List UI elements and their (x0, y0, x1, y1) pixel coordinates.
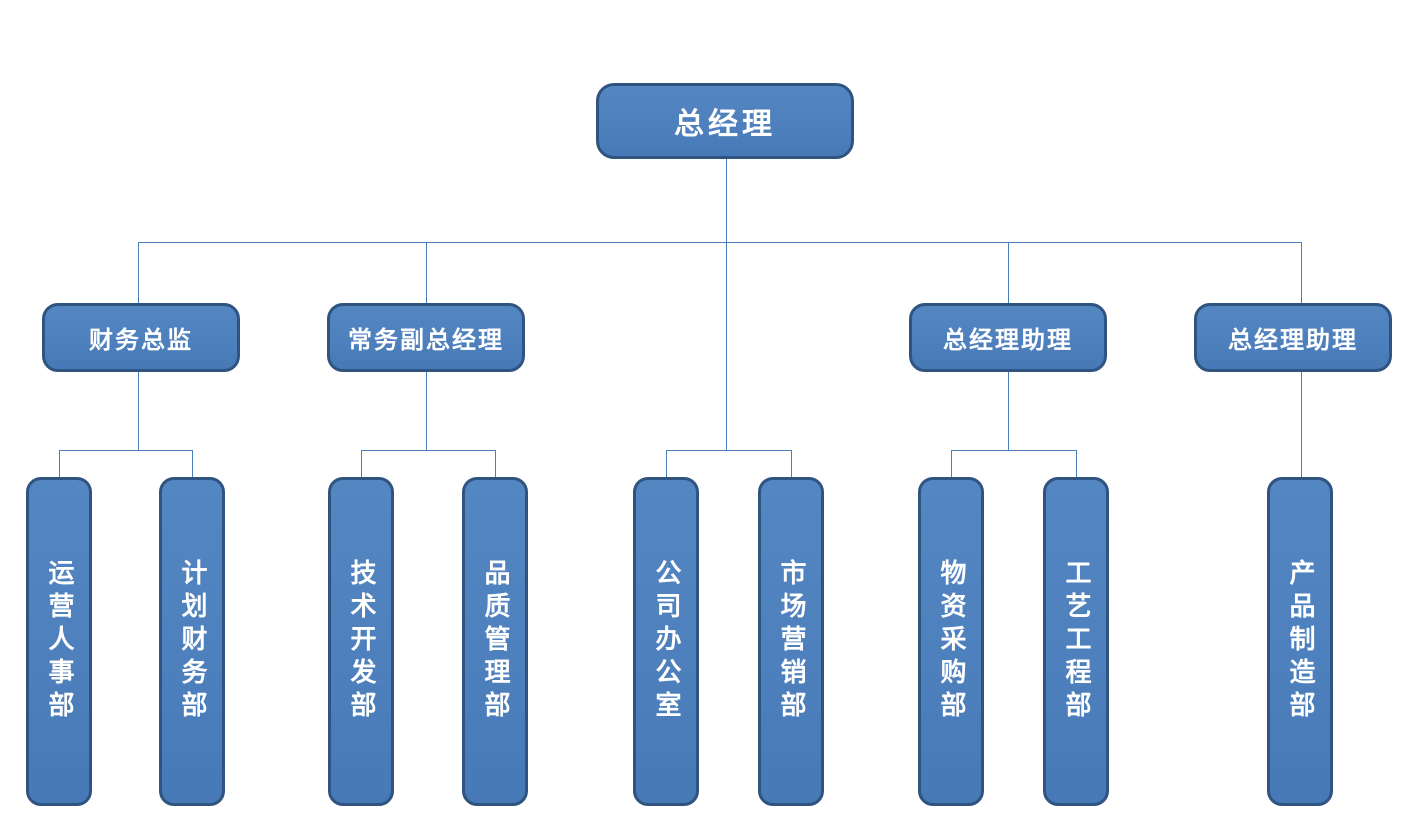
node-product-manufacturing-dept: 产品制造部 (1267, 477, 1333, 806)
node-quality-management-dept: 品质管理部 (462, 477, 528, 806)
connector-executive-deputy-gm-branch (361, 450, 495, 451)
connector-drop-quality-management (495, 450, 496, 477)
node-marketing-dept: 市场营销部 (758, 477, 824, 806)
node-company-office: 公司办公室 (633, 477, 699, 806)
connector-drop-executive-deputy-gm (426, 242, 427, 303)
connector-drop-operations-hr (59, 450, 60, 477)
connector-executive-deputy-gm-stem (426, 372, 427, 450)
node-general-manager: 总经理 (596, 83, 854, 159)
node-label: 公司办公室 (652, 559, 681, 724)
connector-drop-process-engineering (1076, 450, 1077, 477)
connector-drop-planning-finance (192, 450, 193, 477)
connector-finance-director-branch (59, 450, 192, 451)
node-label: 常务副总经理 (348, 328, 504, 354)
connector-root-trunk (726, 159, 727, 450)
connector-main-horizontal (138, 242, 1301, 243)
node-label: 计划财务部 (178, 559, 207, 724)
node-executive-deputy-gm: 常务副总经理 (327, 303, 525, 372)
connector-drop-gm-assistant-2 (1301, 242, 1302, 303)
connector-gm-assistant-1-branch (951, 450, 1076, 451)
connector-finance-director-stem (138, 372, 139, 450)
node-label: 产品制造部 (1286, 559, 1315, 724)
node-process-engineering-dept: 工艺工程部 (1043, 477, 1109, 806)
connector-drop-material-procurement (951, 450, 952, 477)
node-label: 总经理助理 (943, 328, 1073, 354)
connector-drop-gm-assistant-1 (1008, 242, 1009, 303)
connector-gm-assistant-1-stem (1008, 372, 1009, 450)
node-planning-finance-dept: 计划财务部 (159, 477, 225, 806)
node-finance-director: 财务总监 (42, 303, 240, 372)
node-label: 总经理 (674, 108, 776, 141)
node-label: 品质管理部 (481, 559, 510, 724)
node-label: 总经理助理 (1228, 328, 1358, 354)
node-operations-hr-dept: 运营人事部 (26, 477, 92, 806)
node-label: 市场营销部 (777, 559, 806, 724)
connector-drop-company-office (666, 450, 667, 477)
node-material-procurement-dept: 物资采购部 (918, 477, 984, 806)
node-label: 物资采购部 (937, 559, 966, 724)
node-label: 财务总监 (89, 328, 193, 354)
connector-drop-finance-director (138, 242, 139, 303)
connector-gm-assistant-2-stem (1301, 372, 1302, 477)
node-label: 技术开发部 (347, 559, 376, 724)
node-gm-assistant-1: 总经理助理 (909, 303, 1107, 372)
connector-gm-direct-branch (666, 450, 791, 451)
node-gm-assistant-2: 总经理助理 (1194, 303, 1392, 372)
connector-drop-tech-development (361, 450, 362, 477)
node-label: 运营人事部 (45, 559, 74, 724)
node-tech-development-dept: 技术开发部 (328, 477, 394, 806)
node-label: 工艺工程部 (1062, 559, 1091, 724)
connector-drop-marketing (791, 450, 792, 477)
